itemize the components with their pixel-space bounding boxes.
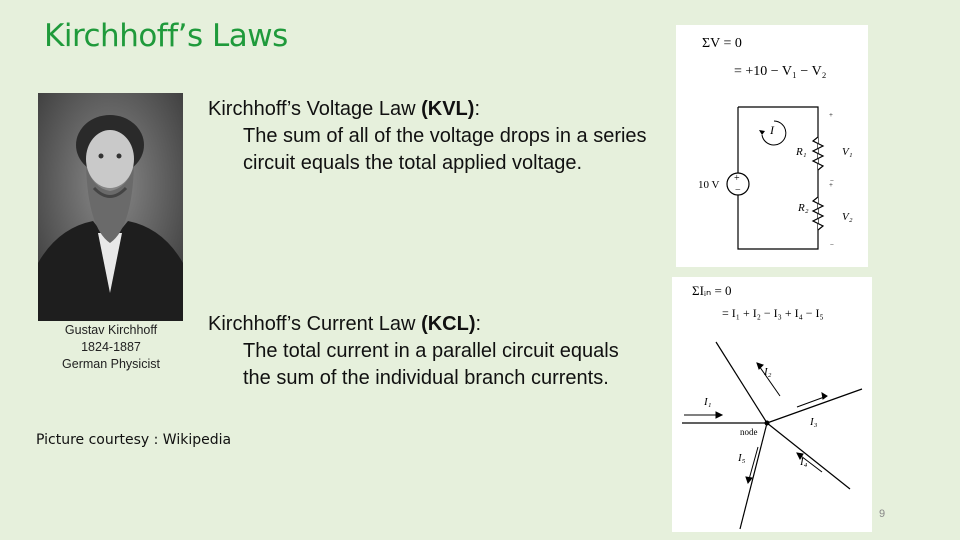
svg-text:−: − [830,177,834,185]
kvl-abbr: (KVL) [421,98,475,120]
caption-years: 1824-1887 [81,340,141,354]
kcl-colon: : [475,313,482,335]
kvl-eq1: ΣV = 0 [702,36,742,51]
kvl-eq2: = +10 − V₁ − V₂ [734,64,827,79]
kvl-colon: : [474,98,480,120]
portrait-caption: Gustav Kirchhoff 1824-1887 German Physic… [40,322,182,373]
resistor-r2-icon [811,196,825,231]
kvl-v2-label: V₂ [842,211,853,223]
kvl-r2-label: R₂ [797,202,809,214]
kcl-heading: Kirchhoff’s Current Law (KCL): [208,311,648,338]
kcl-node-label: node [740,427,758,437]
kcl-abbr: (KCL) [421,313,476,335]
kcl-i4-label: I₄ [799,456,808,468]
kirchhoff-portrait-image [38,93,183,321]
svg-text:+: + [734,173,740,184]
kvl-heading-text: Kirchhoff’s Voltage Law [208,98,422,120]
caption-name: Gustav Kirchhoff [64,323,158,337]
caption-role: German Physicist [62,357,160,371]
svg-text:−: − [735,185,741,196]
kvl-block: Kirchhoff’s Voltage Law (KVL): The sum o… [208,96,658,177]
svg-text:+: + [829,111,833,119]
kcl-i2-label: I₂ [763,366,772,378]
kcl-i5-label: I₅ [737,452,746,464]
kvl-v1-label: V₁ [842,146,853,158]
kvl-wire [737,106,819,250]
kcl-heading-text: Kirchhoff’s Current Law [208,313,422,335]
kcl-eq1: ΣIᵢₙ = 0 [692,283,732,298]
svg-text:+: + [829,181,833,189]
slide-title: Kirchhoff’s Laws [44,18,288,54]
kvl-body: The sum of all of the voltage drops in a… [243,125,647,174]
kvl-heading: Kirchhoff’s Voltage Law (KVL): [208,96,658,123]
kcl-node-figure: ΣIᵢₙ = 0 = I₁ + I₂ − I₃ + I₄ − I₅ I₁ I₂ … [672,277,872,532]
kvl-current-label: I [769,123,775,137]
kcl-i3-label: I₃ [809,416,818,428]
svg-text:−: − [830,241,834,249]
page-number: 9 [879,508,886,520]
kcl-eq2: = I₁ + I₂ − I₃ + I₄ − I₅ [722,306,824,320]
kvl-circuit-figure: ΣV = 0 = +10 − V₁ − V₂ +− 10 V I R₁ R₂ V… [676,25,868,267]
kcl-block: Kirchhoff’s Current Law (KCL): The total… [208,311,648,392]
kvl-source-label: 10 V [698,179,720,191]
kcl-body: The total current in a parallel circuit … [243,340,619,389]
resistor-r1-icon [811,136,825,171]
picture-credit: Picture courtesy : Wikipedia [36,432,232,448]
kvl-r1-label: R₁ [795,146,807,158]
kcl-i1-label: I₁ [703,396,712,408]
voltage-source-icon [726,172,750,196]
